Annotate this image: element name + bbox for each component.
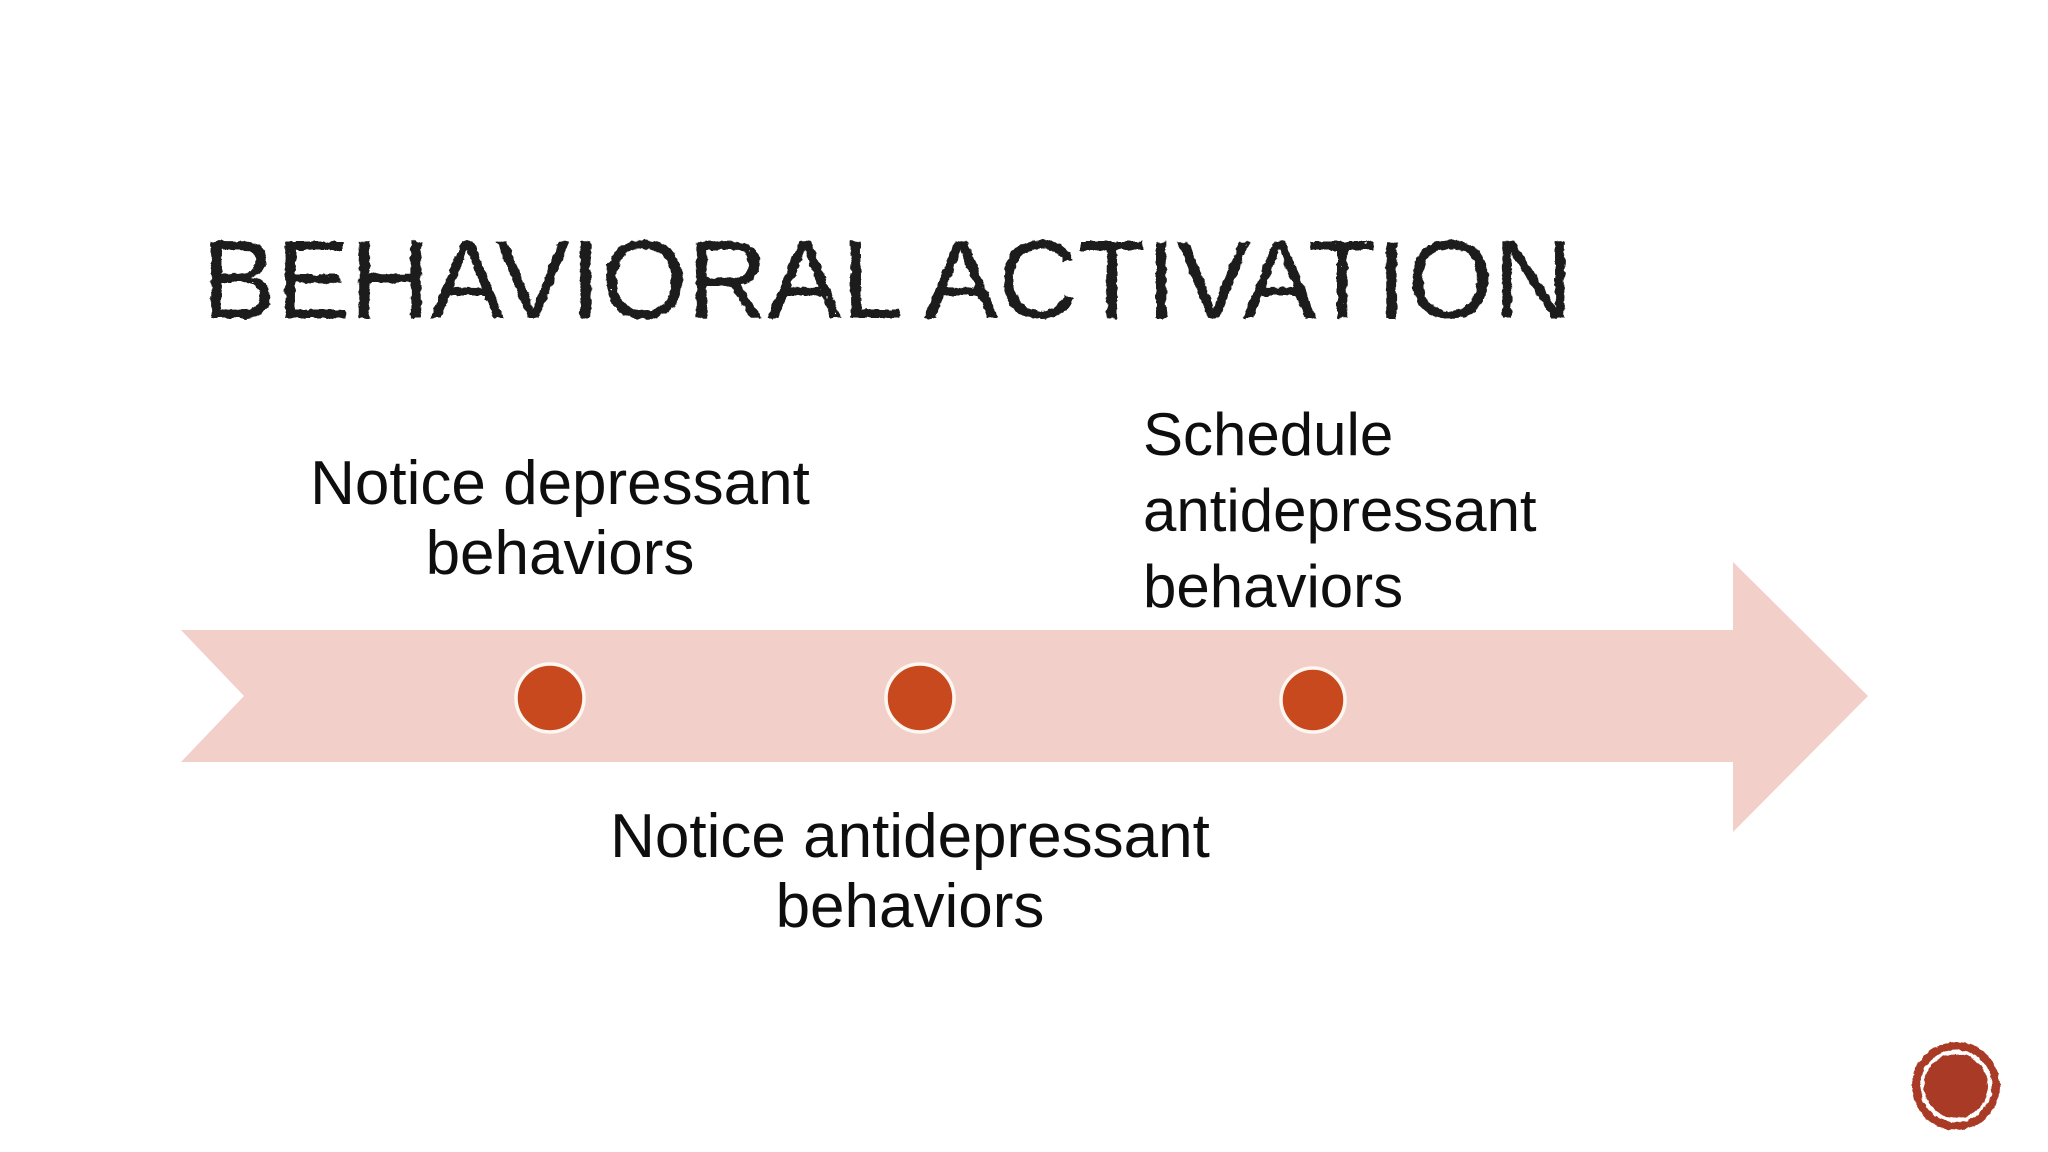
step-label-notice-depressant: Notice depressant behaviors [310,449,810,588]
stamp-outer-circle [1912,1042,2000,1130]
stamp-ring [1920,1050,1992,1122]
arrow-band-shape [181,562,1868,832]
stamp-circle-decoration [1912,1042,2000,1130]
step-label-notice-antidepressant: Notice antidepressant behaviors [610,802,1210,941]
slide-title: BEHAVIORAL ACTIVATION [202,218,1574,343]
step-dot-3 [1279,666,1347,734]
step-dot-2 [884,662,956,734]
step-label-schedule-antidepressant: Schedule antidepressant behaviors [1143,401,1537,620]
step-dot-1 [514,662,586,734]
